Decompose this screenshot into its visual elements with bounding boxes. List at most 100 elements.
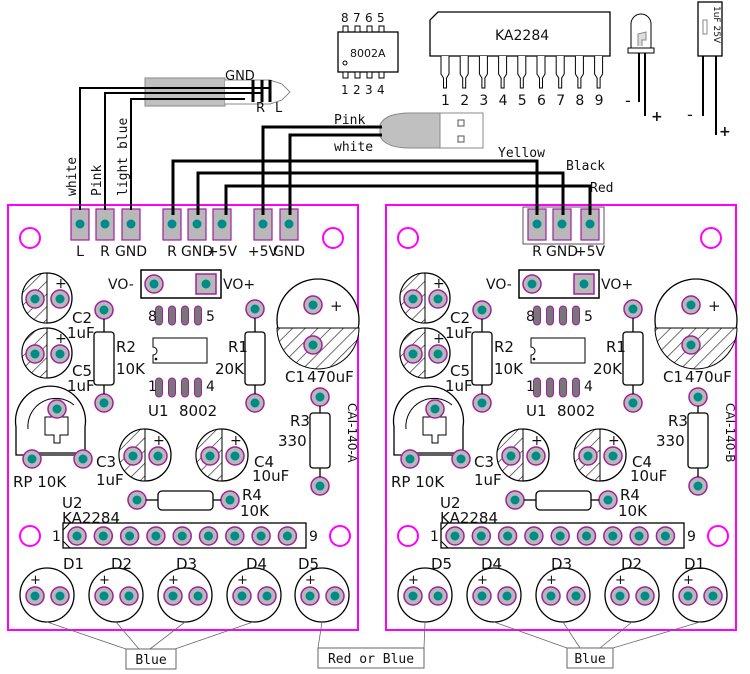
plus-sign: +	[30, 573, 41, 588]
pad-center	[510, 495, 520, 505]
pad-center	[52, 404, 62, 414]
led-part: -+	[625, 13, 663, 125]
mounting-hole	[19, 525, 41, 547]
leader-line	[317, 621, 323, 649]
chip-pin	[366, 25, 373, 33]
pin1-dot	[532, 357, 536, 361]
pot-cross	[44, 416, 69, 444]
u1-value: 8002	[557, 402, 595, 420]
led-label: D2	[621, 555, 642, 573]
pad-center	[634, 531, 644, 541]
header-label: +5V	[575, 244, 606, 260]
resistor-r1	[622, 299, 644, 413]
pot-arc	[405, 397, 453, 430]
minus-sign: -	[625, 91, 631, 110]
pad-center	[529, 531, 539, 541]
pad-center	[305, 591, 315, 601]
pin-number: 4	[206, 379, 215, 395]
pad-center	[608, 531, 618, 541]
smd-pad	[572, 377, 580, 398]
pad-center	[230, 531, 240, 541]
led-label: D5	[431, 555, 452, 573]
resistor-body	[93, 331, 115, 386]
mounting-hole	[700, 227, 722, 249]
leader-line	[599, 621, 633, 649]
c2-value: 1uF	[445, 324, 473, 342]
c1-value: 470uF	[307, 368, 354, 386]
pin-number: 1	[52, 529, 61, 545]
r4-value: 10K	[618, 502, 648, 520]
resistor-body	[622, 331, 644, 386]
led-label: D3	[176, 555, 197, 573]
header-label: L	[76, 244, 84, 260]
pad-center	[168, 591, 178, 601]
capacitor-c5: +	[21, 327, 73, 379]
jack-l-label: L	[275, 101, 283, 116]
red-or-blue-callout: Red or Blue	[317, 621, 426, 669]
ic-body	[152, 337, 208, 364]
resistor-body	[157, 490, 214, 511]
pin-number: 2	[353, 83, 361, 97]
white-usb-wire	[288, 133, 382, 215]
pin-number: 1	[341, 83, 349, 97]
pad-center	[151, 531, 161, 541]
pin1-dot	[154, 357, 158, 361]
u1-label: U1	[526, 402, 547, 420]
pad-center	[532, 219, 542, 229]
c2-label: C2	[450, 309, 470, 327]
r2-label: R2	[494, 338, 514, 356]
capacitor-c2: +	[399, 272, 451, 324]
capacitor-c4: +	[573, 428, 627, 482]
pin-number: 8	[575, 93, 584, 109]
pin-number: 5	[518, 93, 527, 109]
red-wire	[224, 184, 592, 215]
leader-line	[493, 621, 568, 649]
r1-value: 20K	[215, 360, 245, 378]
minus-sign: -	[687, 105, 693, 124]
smd-pad	[533, 305, 541, 326]
c5-label: C5	[72, 362, 92, 380]
smd-pad	[546, 377, 554, 398]
header-label: +5V	[248, 244, 279, 260]
pin-number: 9	[595, 93, 604, 109]
header-label: GND	[181, 244, 213, 260]
c5-label: C5	[450, 362, 470, 380]
u1-value: 8002	[179, 402, 217, 420]
c4-label: C4	[632, 453, 652, 471]
vo-minus-label: VO-	[108, 277, 134, 293]
pad-center	[177, 531, 187, 541]
potentiometer-rp: RP 10K	[13, 385, 93, 491]
pad-center	[506, 451, 516, 461]
plus-sign: +	[330, 297, 343, 315]
pad-center	[262, 591, 272, 601]
chip-pin	[342, 25, 349, 33]
header-label: +5V	[207, 244, 238, 260]
pad-center	[315, 392, 325, 402]
chip-pin	[342, 71, 349, 79]
callout-box	[317, 647, 425, 669]
light-blue-audio-wire	[130, 98, 245, 210]
usb-contact	[457, 119, 465, 127]
plus-sign: +	[433, 331, 445, 347]
pad-center	[571, 591, 581, 601]
chip-pin	[536, 56, 546, 89]
pin-number: 7	[353, 11, 361, 25]
r1-label: R1	[228, 338, 248, 356]
capacitor-c2: +	[21, 272, 73, 324]
pin-number: 5	[206, 309, 215, 325]
r1-value: 20K	[593, 360, 623, 378]
plus-sign: +	[408, 573, 419, 588]
jack-gnd-label: GND	[225, 69, 255, 84]
pad-center	[433, 349, 443, 359]
pin-number: 4	[499, 93, 508, 109]
plus-sign: +	[153, 433, 165, 449]
plus-sign: +	[55, 276, 67, 292]
smd-pad	[181, 377, 189, 398]
resistor-r2	[93, 300, 115, 413]
header-label: R	[167, 244, 177, 260]
plus-sign: +	[168, 573, 179, 588]
header-label: GND	[273, 244, 305, 260]
vo-plus-label: VO+	[223, 277, 255, 293]
